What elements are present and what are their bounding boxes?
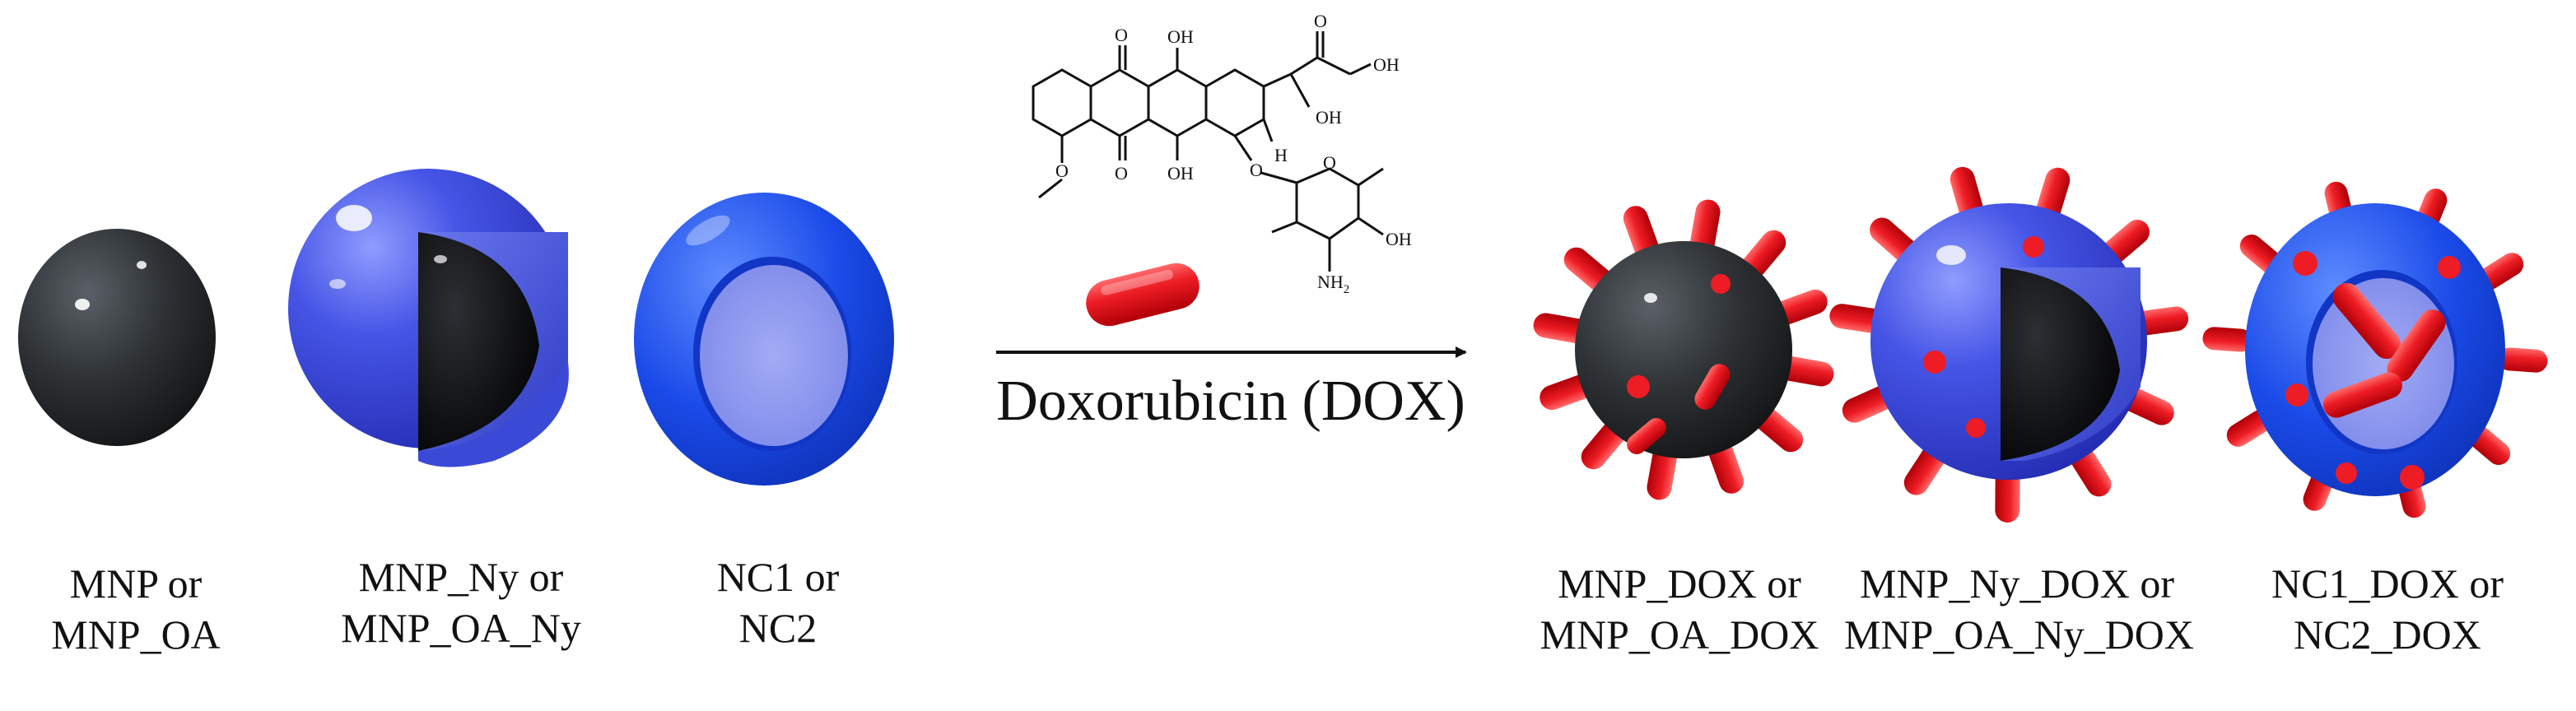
dox-spike (2498, 347, 2548, 373)
dox-dot (2023, 236, 2044, 258)
dox-pill (1086, 263, 1199, 327)
label-mnp-line1: MNP or (69, 560, 203, 606)
label-mnp-dox-line1: MNP_DOX or (1558, 560, 1801, 606)
label-mnp-ny: MNP_Ny or MNP_OA_Ny (288, 551, 634, 653)
label-mnp-dox: MNP_DOX or MNP_OA_DOX (1507, 558, 1852, 660)
label-mnp: MNP or MNP_OA (0, 558, 309, 660)
dox-dot (1923, 351, 1946, 374)
reagent-label: Doxorubicin (DOX) (996, 369, 1465, 433)
dox-inner-pill (2332, 282, 2401, 360)
label-nc-line1: NC1 or (716, 554, 840, 600)
mnp-dox-particle (1533, 199, 1834, 500)
atom-o-top: O (1115, 25, 1128, 45)
mnp-ny-particle (288, 169, 569, 467)
atom-oh-quat: OH (1316, 107, 1342, 128)
dox-inner-pill (2387, 309, 2446, 382)
atom-nh2: NH2 (1317, 272, 1349, 296)
label-mnp-ny-dox-line1: MNP_Ny_DOX or (1860, 560, 2174, 606)
dox-dot (2438, 256, 2461, 279)
label-nc-dox-line2: NC2_DOX (2294, 611, 2481, 658)
atom-oh-sugar: OH (1386, 229, 1412, 249)
dox-surface-pill (1694, 364, 1731, 410)
label-nc-dox: NC1_DOX or NC2_DOX (2215, 558, 2560, 660)
mnp-particle (18, 229, 216, 446)
doxorubicin-structure (1032, 31, 1384, 272)
label-mnp-ny-dox: MNP_Ny_DOX or MNP_OA_Ny_DOX (1844, 558, 2195, 660)
dox-inner-pill (2323, 372, 2402, 418)
nc-particle (634, 193, 894, 486)
dox-dot (1711, 274, 1731, 294)
label-mnp-line2: MNP_OA (51, 611, 221, 658)
atom-oh-chain: OH (1373, 54, 1400, 75)
dox-dot (2285, 383, 2308, 407)
dox-dot (1627, 375, 1650, 398)
dox-dot (1966, 418, 1986, 438)
atom-oh-top: OH (1167, 26, 1194, 47)
label-nc-dox-line1: NC1_DOX or (2271, 560, 2504, 606)
dox-surface-pill (1627, 418, 1666, 454)
dox-dot (2400, 465, 2425, 490)
atom-o-methoxy: O (1055, 160, 1069, 181)
nc-dox-particle (2202, 181, 2548, 518)
atom-o-sugar: O (1323, 152, 1336, 173)
mnp-ny-dox-particle (1829, 166, 2189, 523)
atom-o-keto: O (1314, 11, 1327, 31)
atom-o-glycosidic: O (1250, 160, 1263, 180)
label-mnp-dox-line2: MNP_OA_DOX (1540, 611, 1819, 658)
label-nc: NC1 or NC2 (605, 551, 951, 653)
atom-o-bottom: O (1115, 163, 1128, 184)
dox-dot (2336, 462, 2357, 484)
doxorubicin-atoms: O OH O OH OH O O OH O H O OH NH2 (1055, 11, 1412, 296)
label-mnp-ny-line2: MNP_OA_Ny (341, 605, 581, 651)
label-mnp-ny-line1: MNP_Ny or (358, 554, 564, 600)
dox-dot (2293, 251, 2317, 276)
label-mnp-ny-dox-line2: MNP_OA_Ny_DOX (1844, 611, 2195, 658)
atom-h: H (1274, 145, 1288, 165)
dox-spike (2202, 327, 2252, 352)
label-nc-line2: NC2 (738, 605, 818, 651)
atom-oh-bottom: OH (1167, 163, 1194, 184)
